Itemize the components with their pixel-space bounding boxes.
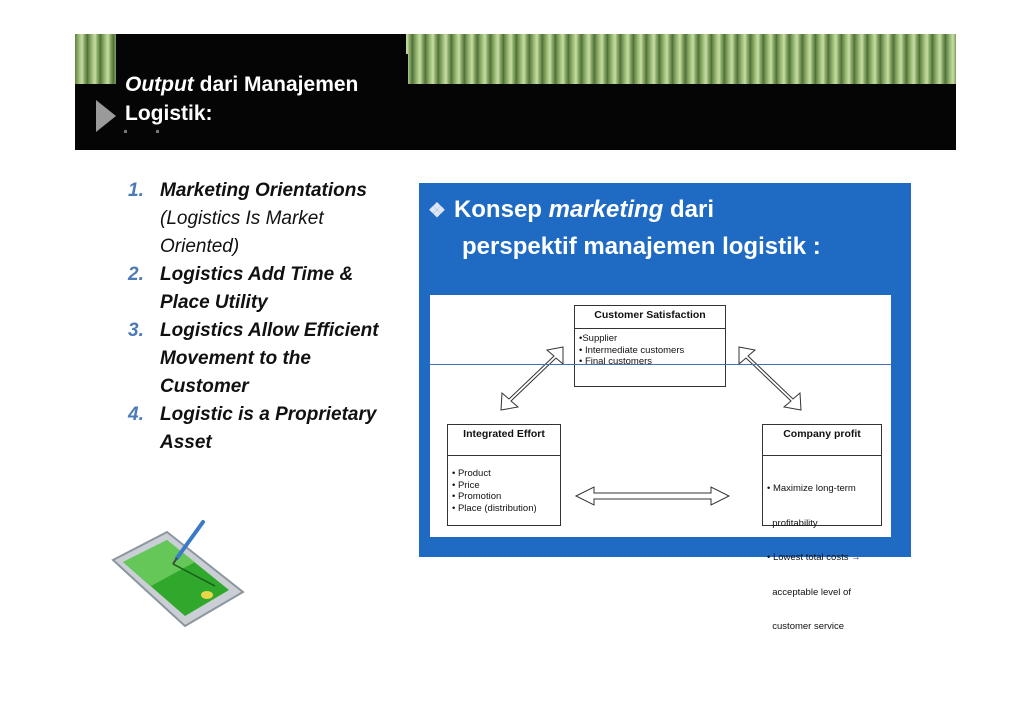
list-item-paren-close: ) [232,236,240,257]
list-item: acceptable level of [767,586,851,598]
list-item-paren-open: ( [160,208,167,229]
header-title-notch [116,34,406,54]
list-item: 3. Logistics Allow Efficient Movement to… [128,317,403,401]
list-item: • Final customers [579,356,653,367]
list-item-bold: Logistics Allow Efficient Movement to th… [160,320,379,397]
list-number: 4. [128,404,144,425]
box-list: •Supplier • Intermediate customers • Fin… [575,329,725,370]
heading-line2: perspektif manajemen logistik : [462,233,821,260]
list-item: customer service [767,621,845,632]
box-title: Customer Satisfaction [575,306,725,329]
title-rest: dari Manajemen [193,73,359,96]
list-item: • Promotion [452,491,502,502]
heading-italic: marketing [548,196,664,223]
list-item: profitability [767,517,818,529]
title-line2: Logistik: [125,102,213,125]
list-item: 4. Logistic is a Proprietary Asset [128,401,403,457]
bullet-arrow-icon [96,100,116,132]
title-box [116,54,408,150]
list-number: 1. [128,180,144,201]
list-number: 3. [128,320,144,341]
divider-line [430,364,891,365]
box-title: Integrated Effort [448,425,560,456]
list-item-bold: Marketing Orientations [160,180,367,201]
box-title: Company profit [763,425,881,456]
dot-decoration [124,130,127,133]
panel-heading: ❖ Konsep marketing dari perspektif manaje… [428,192,821,264]
list-item: • Maximize long-term [767,483,856,494]
double-arrow-icon [574,486,731,506]
box-list: • Maximize long-term profitability • Low… [763,456,881,658]
tablet-pen-icon [111,520,245,628]
list-item-italic: Logistics Is Market Oriented [160,208,324,257]
diagram-arrows [500,346,802,506]
list-item: • Lowest total costs → [767,552,861,563]
list-item-bold: Logistics Add Time & Place Utility [160,264,354,313]
customer-satisfaction-box: Customer Satisfaction •Supplier • Interm… [574,305,726,387]
double-arrow-icon [738,346,802,411]
list-number: 2. [128,264,144,285]
title-italic: Output [125,73,194,96]
list-item: 1. Marketing Orientations (Logistics Is … [128,177,403,261]
company-profit-box: Company profit • Maximize long-term prof… [762,424,882,632]
slide-title: Output dari Manajemen Logistik: [125,70,358,128]
box-list: • Product • Price • Promotion • Place (d… [448,456,560,516]
list-item-bold: Logistic is a Proprietary Asset [160,404,377,453]
list-item: • Intermediate customers [579,344,685,356]
list-item: • Place (distribution) [452,502,537,514]
integrated-effort-box: Integrated Effort • Product • Price • Pr… [447,424,561,526]
double-arrow-icon [500,346,564,411]
list-item: • Product [452,468,491,479]
output-list: 1. Marketing Orientations (Logistics Is … [128,177,403,457]
list-item: 2. Logistics Add Time & Place Utility [128,261,403,317]
list-item: • Price [452,479,480,491]
diamond-bullet-icon: ❖ [428,200,446,222]
heading-part1: Konsep [453,196,549,223]
dot-decoration [156,130,159,133]
heading-part2: dari [663,196,715,223]
list-item: •Supplier [579,333,618,344]
